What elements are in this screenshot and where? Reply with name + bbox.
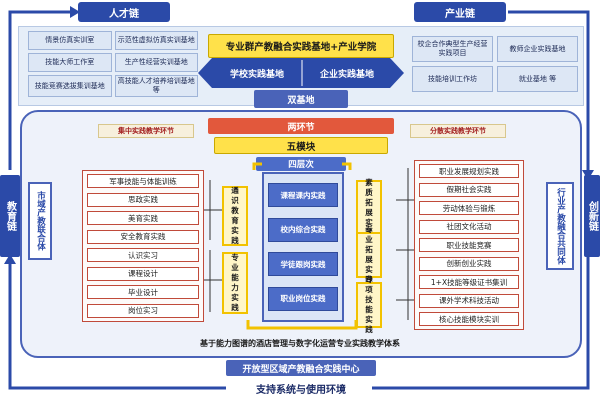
resource-cell: 生产性经营实训基地 — [114, 53, 198, 72]
bottom-left-loop — [8, 260, 226, 390]
list-item: 职业发展规划实践 — [419, 164, 519, 178]
levels-column: 课程课内实践 校内综合实践 学徒跟岗实践 职业岗位实践 — [262, 172, 344, 322]
enterprise-base-arrow-shape — [302, 58, 404, 88]
industry-community-box: 行业产教融合共同体 — [546, 182, 574, 270]
level-item: 学徒跟岗实践 — [268, 252, 338, 277]
resource-cell: 技能大师工作室 — [28, 53, 112, 72]
innovation-chain-box: 创新链 — [584, 175, 600, 257]
list-item: 职业技能竞赛 — [419, 238, 519, 252]
level-item: 职业岗位实践 — [268, 286, 338, 311]
dual-base-banner: 双基地 — [254, 90, 348, 108]
module-general: 通识教育实践 — [222, 186, 248, 246]
module-expand: 专业拓展实践 — [356, 225, 382, 284]
list-item: 劳动体验与锻炼 — [419, 201, 519, 215]
enterprise-base-resources: 校企合作典型生产经营实践项目 教师企业实践基地 技能培训工作坊 就业基地 等 — [412, 36, 578, 92]
talent-chain-label: 人才链 — [109, 8, 139, 20]
resource-cell: 技能培训工作坊 — [412, 66, 493, 92]
top-left-arrowhead — [70, 6, 80, 18]
top-right-loop — [508, 10, 590, 175]
left-connectors — [204, 180, 222, 312]
bottom-right-loop — [372, 256, 590, 390]
resource-cell: 就业基地 等 — [497, 66, 578, 92]
list-item: 课外学术科技活动 — [419, 293, 519, 308]
module-quality: 素质拓展实践 — [356, 178, 382, 237]
bottom-left-arrowhead — [4, 254, 16, 264]
list-item: 核心技能模块实训 — [419, 312, 519, 326]
support-system-label: 支持系统与使用环境 — [230, 380, 372, 396]
resource-cell: 高技能人才培养培训基地 等 — [114, 75, 198, 97]
resource-cell: 情景仿真实训室 — [28, 31, 112, 50]
base-arrows — [198, 58, 404, 88]
five-modules-banner: 五模块 — [214, 137, 388, 154]
school-base-label: 学校实践基地 — [229, 69, 284, 80]
left-frame-path — [252, 162, 262, 170]
hub-title: 专业群产教融合实践基地+产业学院 — [208, 34, 394, 58]
list-item: 岗位实习 — [87, 303, 199, 318]
right-connectors — [396, 168, 414, 320]
left-items-list: 军事技能与体能训练 思政实践 美育实践 安全教育实践 认识实习 课程设计 毕业设… — [82, 170, 204, 322]
right-frame-path — [342, 162, 352, 170]
industry-chain-label: 产业链 — [445, 8, 475, 20]
school-base-arrow-shape — [198, 58, 302, 88]
level-item: 课程课内实践 — [268, 183, 338, 208]
talent-chain-banner: 人才链 — [78, 2, 170, 22]
bottom-frame-path — [246, 320, 358, 330]
enterprise-base-label: 企业实践基地 — [319, 69, 374, 80]
education-chain-box: 教育链 — [0, 175, 20, 257]
list-item: 社团文化活动 — [419, 219, 519, 234]
list-item: 1+X技能等级证书集训 — [419, 275, 519, 289]
list-item: 思政实践 — [87, 192, 199, 207]
list-item: 创新创业实践 — [419, 256, 519, 271]
school-base-resources: 情景仿真实训室 示范性虚拟仿真实训基地 技能大师工作室 生产性经营实训基地 技能… — [28, 31, 198, 97]
list-item: 课程设计 — [87, 266, 199, 281]
resource-cell: 技能竞赛选拔集训基地 — [28, 75, 112, 97]
right-section-header: 分散实践教学环节 — [410, 124, 506, 138]
module-special: 专项技能实践 — [356, 275, 382, 334]
list-item: 假期社会实践 — [419, 182, 519, 197]
resource-cell: 教师企业实践基地 — [497, 36, 578, 62]
four-levels-banner: 四层次 — [256, 157, 346, 171]
list-item: 安全教育实践 — [87, 229, 199, 244]
module-professional: 专业能力实践 — [222, 252, 248, 314]
resource-cell: 示范性虚拟仿真实训基地 — [114, 31, 198, 50]
practice-center-banner: 开放型区域产教融合实践中心 — [226, 360, 376, 376]
list-item: 军事技能与体能训练 — [87, 174, 199, 188]
level-item: 校内综合实践 — [268, 217, 338, 242]
right-items-list: 职业发展规划实践 假期社会实践 劳动体验与锻炼 社团文化活动 职业技能竞赛 创新… — [414, 160, 524, 330]
resource-cell: 校企合作典型生产经营实践项目 — [412, 36, 493, 62]
module-frame-arrows — [246, 162, 358, 330]
two-links-banner: 两环节 — [208, 118, 394, 134]
list-item: 美育实践 — [87, 211, 199, 226]
list-item: 毕业设计 — [87, 285, 199, 300]
left-section-header: 集中实践教学环节 — [98, 124, 194, 138]
diagram-caption: 基于能力图谱的酒店管理与数字化运营专业实践教学体系 — [200, 338, 400, 348]
city-union-box: 市域产教联合体 — [28, 182, 52, 260]
industry-chain-banner: 产业链 — [414, 2, 506, 22]
list-item: 认识实习 — [87, 248, 199, 263]
top-left-loop — [8, 10, 74, 170]
